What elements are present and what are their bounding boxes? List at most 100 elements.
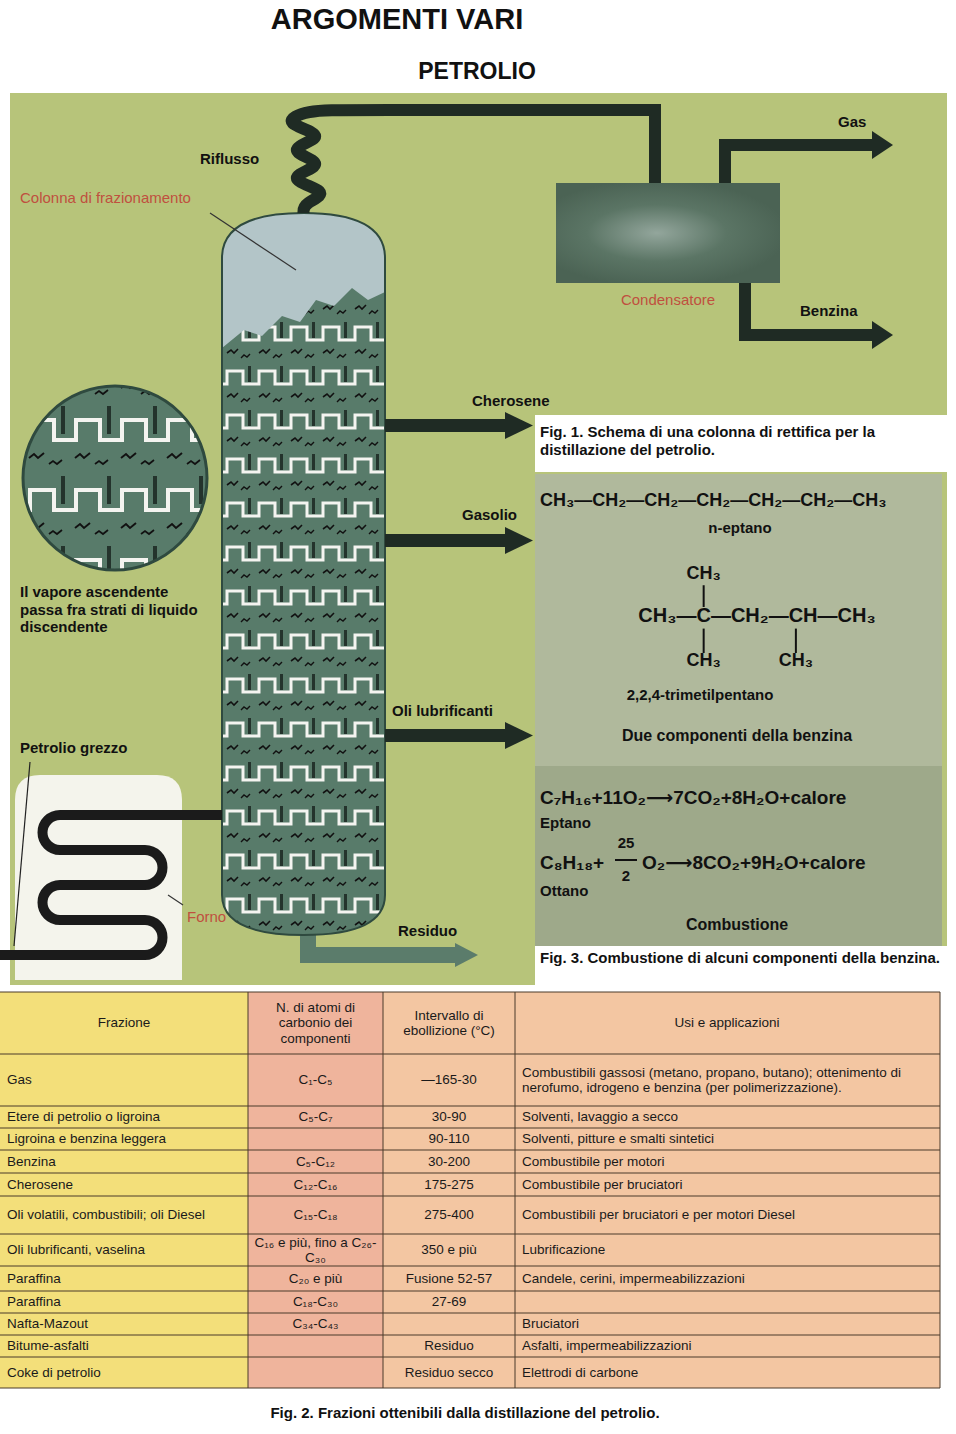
column-outline (222, 213, 385, 935)
detail-note: Il vapore ascendente passa fra strati di… (20, 583, 210, 636)
label-text: Residuo (398, 922, 457, 940)
leader-line (168, 895, 183, 905)
table-cell: Paraffina (7, 1291, 241, 1313)
label-text: Cherosene (472, 392, 550, 410)
stream-label: Residuo (398, 922, 478, 940)
caption-ground (535, 415, 947, 472)
label-text: C₁₈-C₃₀ (293, 1294, 338, 1309)
label-text: Benzina (800, 302, 858, 320)
formula-panel (535, 474, 942, 766)
label-text: Solventi, pitture e smalti sintetici (522, 1131, 714, 1146)
label-text: Oli volatili, combustibili; oli Diesel (7, 1207, 205, 1222)
table-cell: Gas (7, 1054, 241, 1106)
label-text: PETROLIO (418, 58, 536, 85)
table-column (0, 992, 248, 1388)
label-text: C₁-C₅ (299, 1072, 333, 1087)
label-text: Residuo secco (405, 1365, 494, 1380)
label-text: ARGOMENTI VARI (271, 2, 523, 36)
table-rule (248, 992, 940, 1388)
formula: CH₃ (679, 650, 729, 671)
label-text: —165-30 (421, 1072, 477, 1087)
table-cell: Lubrificazione (522, 1234, 932, 1266)
table-cell: Cherosene (7, 1173, 241, 1196)
fraction-number: 25 (611, 834, 641, 852)
table-cell: Fusione 52-57 (388, 1266, 510, 1291)
label-text: CH₃ (779, 650, 813, 671)
furnace-box: Forno (15, 775, 182, 980)
label-text: 275-400 (424, 1207, 474, 1222)
table-cell: 30-200 (388, 1150, 510, 1173)
table-cell: Solventi, lavaggio a secco (522, 1106, 932, 1128)
stream-label: Cherosene (472, 392, 582, 410)
label-text: Paraffina (7, 1271, 61, 1286)
label-text: 350 e più (421, 1242, 477, 1257)
label-text: Elettrodi di carbone (522, 1365, 638, 1380)
chemical-bond (795, 629, 797, 653)
table-cell: Nafta-Mazout (7, 1313, 241, 1335)
compound-name: Eptano (540, 814, 640, 832)
detail-outline (23, 386, 207, 570)
label-text: 2 (622, 867, 630, 885)
label-text: C₅-C₁₂ (296, 1154, 335, 1169)
label-text: Residuo (424, 1338, 474, 1353)
label-text: 2,2,4-trimetilpentano (627, 686, 774, 704)
table-cell: Oli volatili, combustibili; oli Diesel (7, 1196, 241, 1234)
table-column (248, 992, 383, 1388)
table-header: Frazione (7, 992, 241, 1054)
label-text: C₁₆ e più, fino a C₂₆-C₃₀ (253, 1235, 378, 1265)
caption-ground (535, 946, 947, 990)
label-text: Nafta-Mazout (7, 1316, 88, 1331)
formula: CH₃ (679, 563, 729, 584)
label-text: 25 (618, 834, 635, 852)
table-cell: C₁₆ e più, fino a C₂₆-C₃₀ (253, 1234, 378, 1266)
label-text: Fig. 1. Schema di una colonna di rettifi… (540, 423, 942, 458)
formula: CH₃—C—CH₂—CH—CH₃ (607, 604, 907, 628)
label-text: Oli lubrificanti, vaselina (7, 1242, 145, 1257)
label-text: C₅-C₇ (298, 1109, 332, 1124)
table-cell: C₅-C₇ (253, 1106, 378, 1128)
panel-heading: Combustione (617, 916, 857, 935)
table-cell: Combustibile per bruciatori (522, 1173, 932, 1196)
table-cell: C₁-C₅ (253, 1054, 378, 1106)
label-text: n-eptano (708, 519, 771, 537)
arrow-head (872, 131, 893, 159)
stream-label: Benzina (800, 302, 880, 320)
arrow-head (505, 527, 533, 554)
label-text: Frazione (98, 1015, 151, 1030)
fractionating-column: Colonna di frazionamento (222, 213, 385, 935)
label-text: 90-110 (428, 1131, 469, 1146)
table-cell: C₃₄-C₄₃ (253, 1313, 378, 1335)
table-cell: Ligroina e benzina leggera (7, 1128, 241, 1150)
label-text: Gas (7, 1072, 32, 1087)
stream-label: Petrolio grezzo (20, 739, 190, 757)
gas-pipe (725, 145, 873, 183)
label-text: Etere di petrolio o ligroina (7, 1109, 160, 1124)
label-text: C₈H₁₈+ (540, 852, 604, 874)
table-cell: Etere di petrolio o ligroina (7, 1106, 241, 1128)
label-text: Fusione 52-57 (406, 1271, 492, 1286)
subtitle: PETROLIO (367, 58, 587, 85)
label-text: Petrolio grezzo (20, 739, 128, 757)
table-cell: Candele, cerini, impermeabilizzazioni (522, 1266, 932, 1291)
label-text: Combustibile per motori (522, 1154, 665, 1169)
table-cell: Benzina (7, 1150, 241, 1173)
label-text: Eptano (540, 814, 591, 832)
table-cell: Residuo secco (388, 1357, 510, 1388)
table-cell: Residuo (388, 1335, 510, 1357)
fraction-number: 2 (611, 867, 641, 885)
table-cell: 90-110 (388, 1128, 510, 1150)
label-text: Fig. 3. Combustione di alcuni componenti… (540, 949, 940, 967)
label-text: CH₃—C—CH₂—CH—CH₃ (638, 604, 875, 628)
vapour-space (222, 205, 385, 348)
arrow-head (872, 321, 893, 349)
label-text: Ligroina e benzina leggera (7, 1131, 166, 1146)
label-text: Oli lubrificanti (392, 702, 493, 720)
label-text: Due componenti della benzina (622, 727, 852, 746)
label-text: Paraffina (7, 1294, 61, 1309)
table-header: Intervallo di ebollizione (°C) (388, 992, 510, 1054)
label-text: Solventi, lavaggio a secco (522, 1109, 678, 1124)
label-text: Combustione (686, 916, 788, 935)
node-label: Condensatore (556, 291, 780, 309)
label-text: Gas (838, 113, 866, 131)
